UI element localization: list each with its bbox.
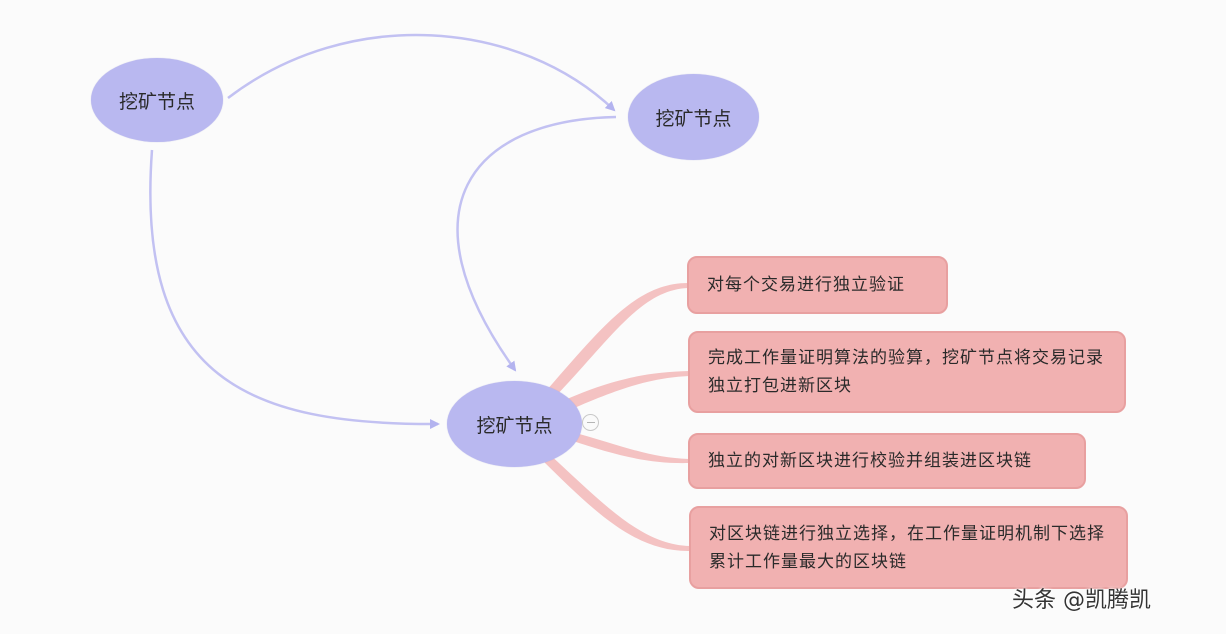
topic-card-2[interactable]: 完成工作量证明算法的验算，挖矿节点将交易记录独立打包进新区块 bbox=[688, 331, 1126, 413]
card-text: 完成工作量证明算法的验算，挖矿节点将交易记录独立打包进新区块 bbox=[708, 348, 1104, 396]
card-text: 对每个交易进行独立验证 bbox=[707, 275, 905, 295]
arrow-node1-to-node2 bbox=[227, 33, 616, 112]
arrow-node1-to-node3 bbox=[149, 149, 440, 430]
topic-card-1[interactable]: 对每个交易进行独立验证 bbox=[687, 256, 948, 314]
node-label: 挖矿节点 bbox=[476, 414, 553, 437]
topic-card-4[interactable]: 对区块链进行独立选择，在工作量证明机制下选择累计工作量最大的区块链 bbox=[689, 506, 1128, 589]
minus-icon bbox=[586, 421, 595, 424]
card-text: 独立的对新区块进行校验并组装进区块链 bbox=[708, 451, 1032, 471]
branch-card-3 bbox=[570, 432, 689, 464]
node-mining-2[interactable]: 挖矿节点 bbox=[628, 74, 759, 160]
topic-card-3[interactable]: 独立的对新区块进行校验并组装进区块链 bbox=[688, 433, 1086, 489]
watermark: 头条 @凯腾凯 bbox=[1012, 588, 1151, 613]
node-mining-1[interactable]: 挖矿节点 bbox=[91, 58, 223, 142]
node-mining-3[interactable]: 挖矿节点 bbox=[447, 381, 582, 467]
node-label: 挖矿节点 bbox=[655, 107, 732, 130]
branch-card-1 bbox=[545, 283, 688, 400]
collapse-toggle-button[interactable] bbox=[582, 414, 599, 431]
branch-card-2 bbox=[560, 371, 689, 412]
arrow-node2-to-node3 bbox=[456, 115, 617, 372]
branch-card-4 bbox=[542, 453, 690, 552]
node-label: 挖矿节点 bbox=[118, 90, 195, 113]
card-text: 对区块链进行独立选择，在工作量证明机制下选择累计工作量最大的区块链 bbox=[709, 523, 1105, 572]
